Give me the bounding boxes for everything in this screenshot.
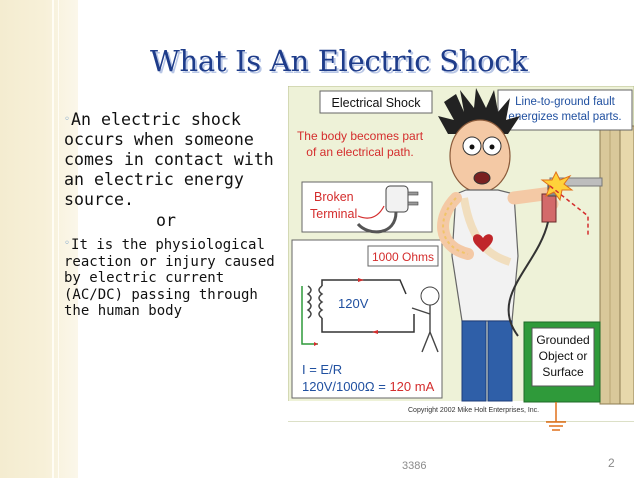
grounded-label-line2: Object or <box>539 349 588 363</box>
formula-result: 120 mA <box>389 379 434 394</box>
small-person-icon <box>411 286 440 353</box>
fault-note-line2: energizes metal parts. <box>508 111 621 123</box>
copyright-text: Copyright 2002 Mike Holt Enterprises, In… <box>408 407 539 414</box>
bullet-1: ◦An electric shock occurs when someone c… <box>64 110 290 210</box>
broken-terminal-box <box>301 181 433 233</box>
voltage-label: 120V <box>338 296 369 311</box>
spark-icon <box>540 170 574 202</box>
margin-line <box>52 0 54 478</box>
broken-terminal-pointer <box>357 205 385 219</box>
ground-symbol-icon <box>546 402 566 431</box>
formula-line-2: 120V/1000Ω = 120 mA <box>302 379 435 394</box>
page-number: 2 <box>608 456 615 470</box>
bullet-2-text: It is the physiological reaction or inju… <box>64 237 275 319</box>
resistance-label: 1000 Ohms <box>372 250 434 264</box>
broken-terminal-line2: Terminal <box>310 207 357 221</box>
broken-terminal-line1: Broken <box>314 190 354 204</box>
fault-note-line1: Line-to-ground fault <box>515 96 616 108</box>
or-separator: or <box>156 211 176 230</box>
slide-body: ◦An electric shock occurs when someone c… <box>64 110 290 320</box>
body-path-note-line2: of an electrical path. <box>306 145 413 159</box>
grounded-label-line1: Grounded <box>536 333 589 347</box>
bullet-icon: ◦ <box>64 238 71 249</box>
electric-shock-illustration: Copyright 2002 Mike Holt Enterprises, In… <box>288 86 634 431</box>
resistance-box <box>367 245 439 267</box>
margin-line <box>58 0 59 478</box>
copyright-strip <box>288 401 634 421</box>
formula-expression: 120V/1000Ω = <box>302 379 389 394</box>
slide-title: What Is An Electric Shock <box>150 44 528 78</box>
illustration-title: Electrical Shock <box>332 96 422 110</box>
transformer-icon <box>306 285 324 319</box>
current-arrow-icon <box>358 278 364 282</box>
plug-icon <box>356 185 419 234</box>
circuit-wire <box>321 314 415 333</box>
fault-note-box <box>497 89 633 131</box>
formula-line-1: I = E/R <box>302 362 342 377</box>
body-path-note-line1: The body becomes part <box>297 129 424 143</box>
grounded-label-line3: Surface <box>542 365 584 379</box>
wall-stud <box>619 125 634 405</box>
ground-wire <box>301 286 318 345</box>
fault-path <box>549 185 589 236</box>
title-box <box>319 90 433 114</box>
bullet-1-text: An electric shock occurs when someone co… <box>64 110 274 209</box>
footer-code: 3386 <box>402 460 427 472</box>
grounded-label-box <box>531 327 595 387</box>
decorative-margin-band <box>0 0 78 478</box>
bullet-icon: ◦ <box>64 114 71 125</box>
bullet-2: ◦It is the physiological reaction or inj… <box>64 236 290 320</box>
current-arrow-icon <box>314 342 318 346</box>
current-arrow-icon <box>372 330 378 334</box>
